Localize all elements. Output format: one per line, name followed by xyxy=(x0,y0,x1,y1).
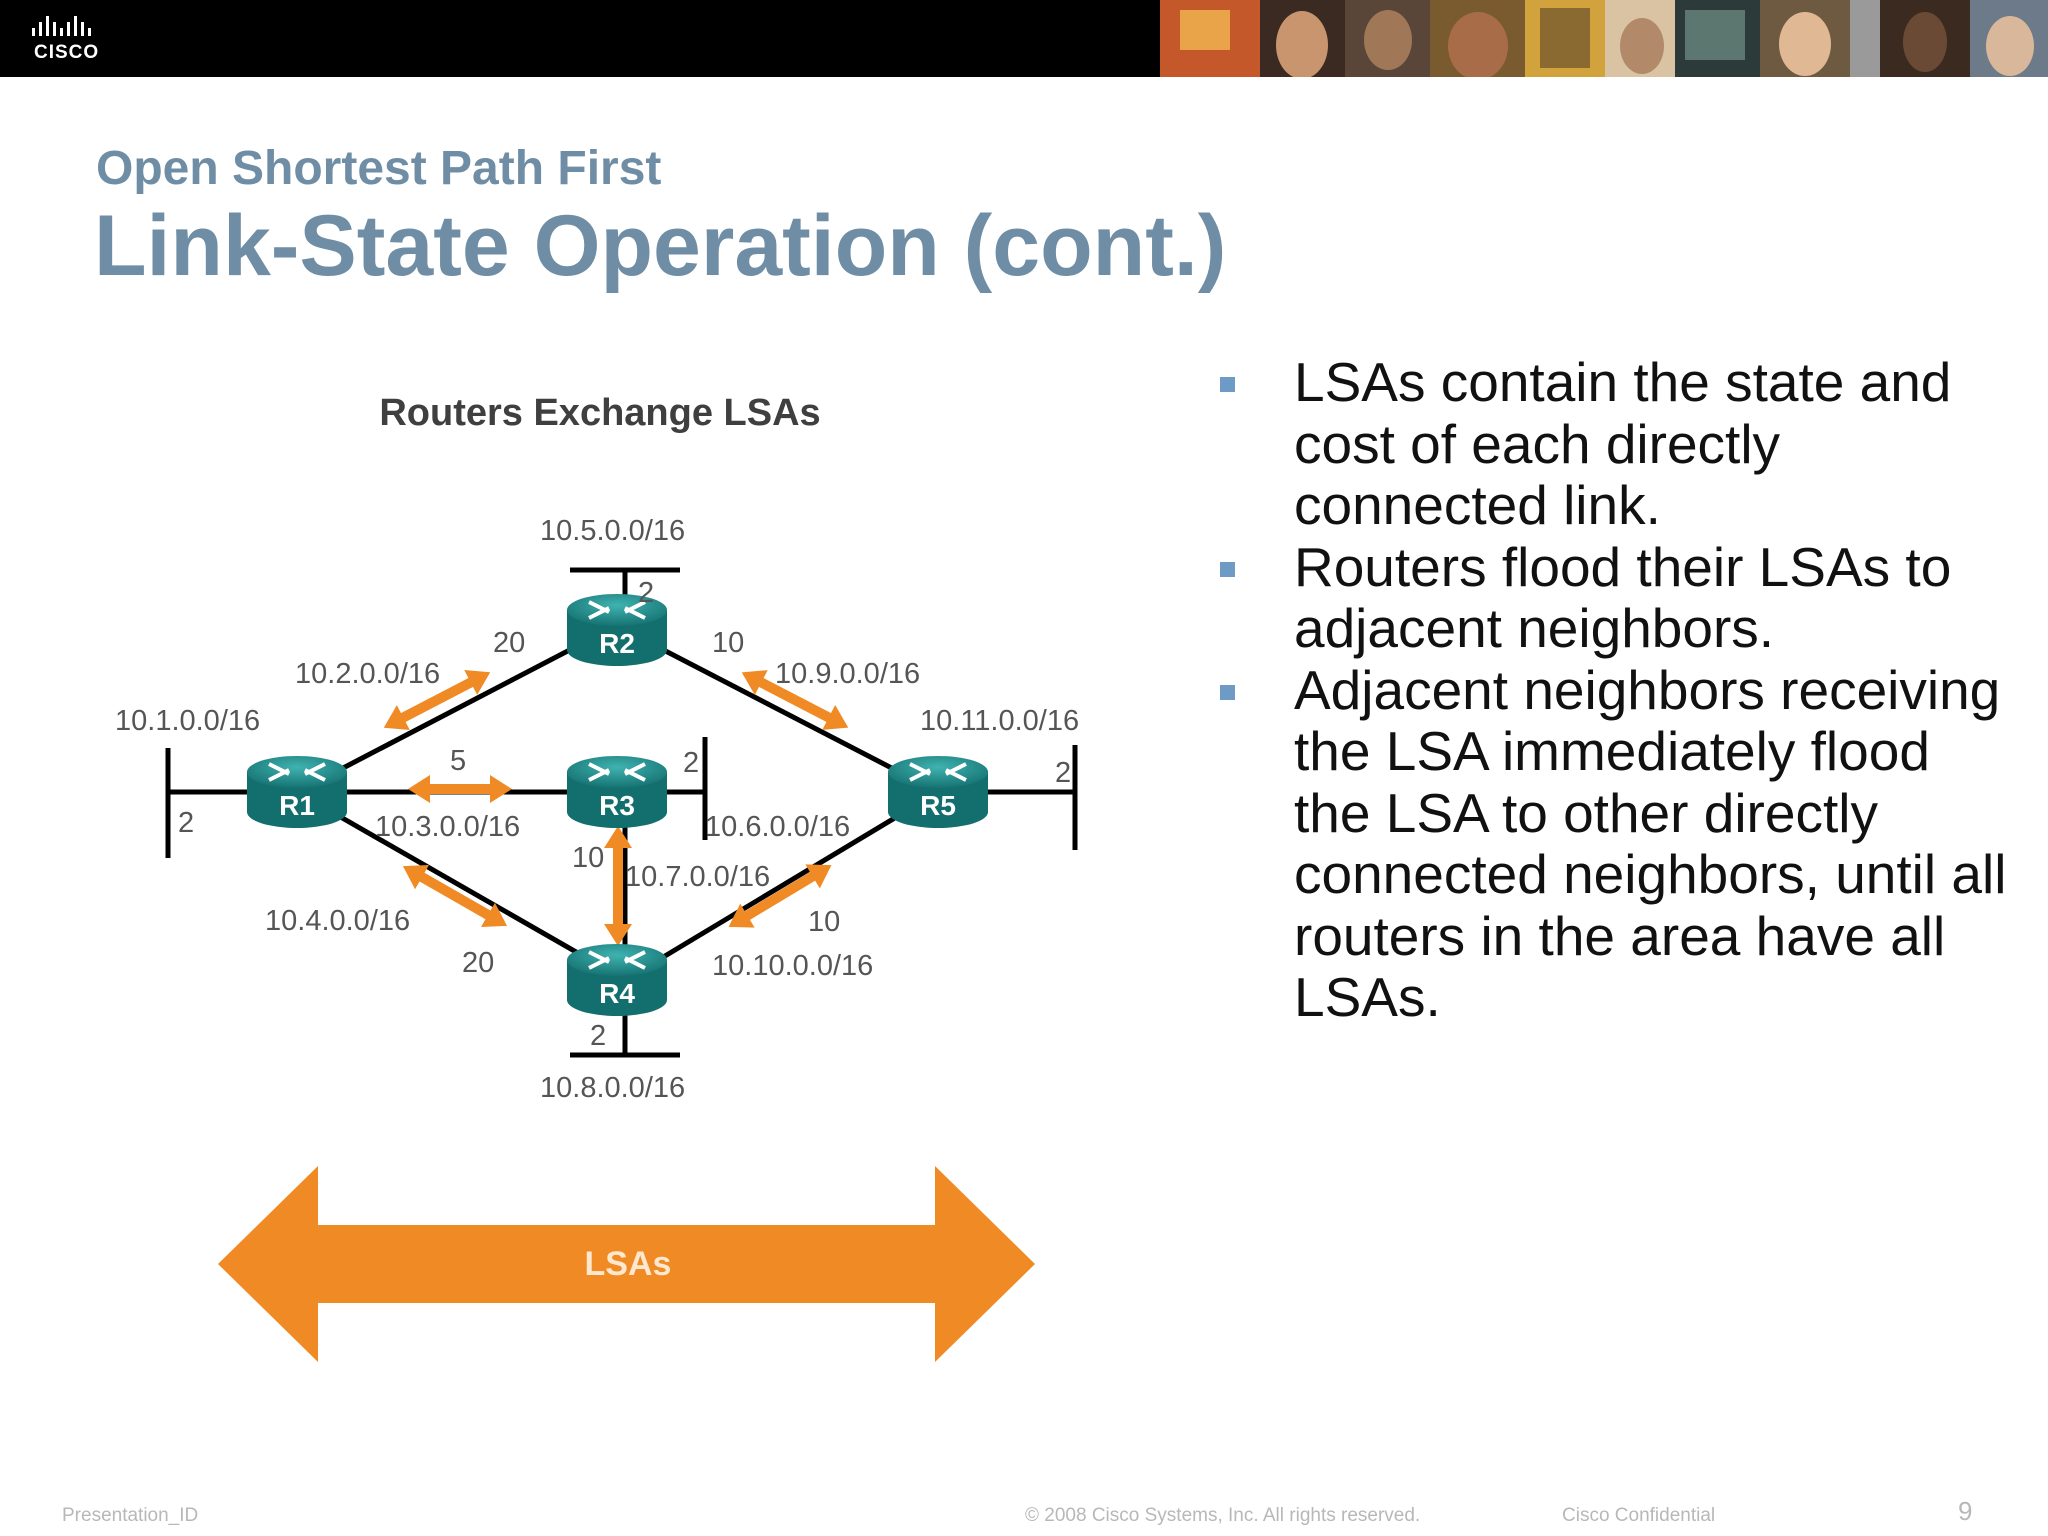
network-label: 10.6.0.0/16 xyxy=(705,811,850,843)
cost-label: 10 xyxy=(808,906,840,938)
cisco-logo-icon xyxy=(32,16,91,36)
bullet-text: Routers flood their LSAs to adjacent nei… xyxy=(1294,535,1952,659)
diagram-title: Routers Exchange LSAs xyxy=(379,392,820,434)
cost-label: 10 xyxy=(572,842,604,874)
network-label: 10.2.0.0/16 xyxy=(295,658,440,690)
router-r2-label: R2 xyxy=(599,628,635,659)
router-r1: R1 xyxy=(247,756,347,828)
footer-presentation-id: Presentation_ID xyxy=(62,1505,199,1526)
lsa-flood-arrow-label: LSAs xyxy=(585,1245,672,1283)
slide-title: Link-State Operation (cont.) xyxy=(94,198,1227,294)
network-label: 10.5.0.0/16 xyxy=(540,515,685,547)
link-r1-r2 xyxy=(295,627,610,795)
bullet-list: LSAs contain the state and cost of each … xyxy=(1218,351,2018,1029)
router-r3-label: R3 xyxy=(599,790,635,821)
lsa-flood-arrow: LSAs xyxy=(218,1166,1035,1362)
lsa-arrow-r4-r5 xyxy=(728,864,832,928)
cost-label: 2 xyxy=(590,1020,606,1052)
cost-label: 2 xyxy=(638,577,654,609)
cost-label: 10 xyxy=(712,627,744,659)
page-number: 9 xyxy=(1958,1496,1973,1526)
network-label: 10.4.0.0/16 xyxy=(265,905,410,937)
router-r5: R5 xyxy=(888,756,988,828)
bullet-item: Adjacent neighbors receiving the LSA imm… xyxy=(1218,658,2018,1029)
lsa-arrow-r1-r3 xyxy=(408,775,512,803)
network-label: 10.7.0.0/16 xyxy=(625,861,770,893)
square-bullet-icon xyxy=(1220,561,1235,577)
cost-label: 20 xyxy=(462,947,494,979)
cost-label: 2 xyxy=(178,807,194,839)
cost-label: 5 xyxy=(450,745,466,777)
router-r4: R4 xyxy=(567,944,667,1016)
router-r1-label: R1 xyxy=(279,790,315,821)
header-bar: CISCO xyxy=(0,0,2048,77)
link-r2-r5 xyxy=(623,627,940,795)
square-bullet-icon xyxy=(1220,684,1235,700)
ospf-network-diagram: Routers Exchange LSAs xyxy=(115,392,1079,1362)
bullet-item: Routers flood their LSAs to adjacent nei… xyxy=(1218,535,2018,660)
bullet-text: Adjacent neighbors receiving the LSA imm… xyxy=(1294,658,2007,1028)
router-r3: R3 xyxy=(567,756,667,828)
lsa-arrow-r3-r4 xyxy=(604,826,632,946)
cost-label: 2 xyxy=(683,747,699,779)
lsa-arrow-r1-r4 xyxy=(402,864,508,928)
router-r5-label: R5 xyxy=(920,790,956,821)
footer-copyright: © 2008 Cisco Systems, Inc. All rights re… xyxy=(1025,1505,1421,1526)
network-label: 10.9.0.0/16 xyxy=(775,658,920,690)
network-label: 10.8.0.0/16 xyxy=(540,1072,685,1104)
bullet-text: LSAs contain the state and cost of each … xyxy=(1294,351,1952,536)
square-bullet-icon xyxy=(1220,377,1235,392)
router-r2: R2 xyxy=(567,594,667,666)
router-r4-label: R4 xyxy=(599,978,635,1009)
bullet-item: LSAs contain the state and cost of each … xyxy=(1218,351,2018,537)
footer-confidential: Cisco Confidential xyxy=(1562,1505,1716,1526)
slide-subtitle: Open Shortest Path First xyxy=(96,142,662,195)
link-r4-r5 xyxy=(623,789,940,983)
network-label: 10.1.0.0/16 xyxy=(115,705,260,737)
lsa-arrow-r1-r2 xyxy=(383,670,491,730)
network-label: 10.10.0.0/16 xyxy=(712,950,873,982)
network-label: 10.3.0.0/16 xyxy=(375,811,520,843)
lsa-arrow-r2-r5 xyxy=(741,670,849,730)
cisco-logo-text: CISCO xyxy=(34,42,100,63)
cost-label: 2 xyxy=(1055,757,1071,789)
cost-label: 20 xyxy=(493,627,525,659)
link-r1-r4 xyxy=(295,789,627,983)
network-label: 10.11.0.0/16 xyxy=(920,705,1079,737)
header-photo-strip xyxy=(1160,0,2048,77)
